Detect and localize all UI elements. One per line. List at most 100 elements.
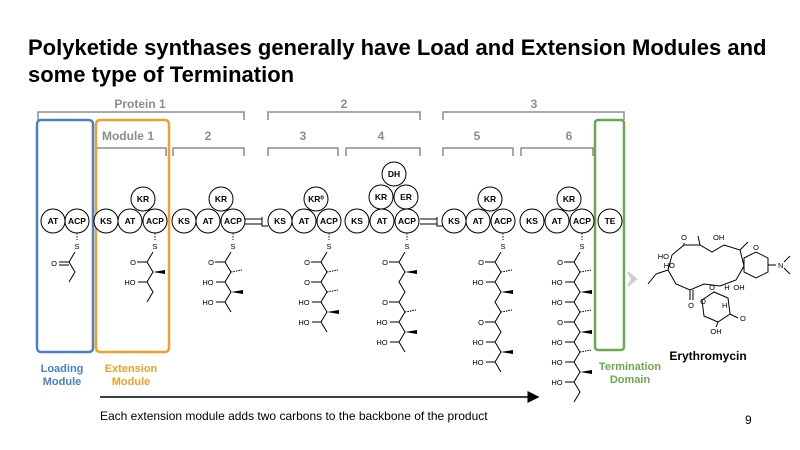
kr-domain-label: KR bbox=[563, 194, 575, 204]
svg-text:HO: HO bbox=[202, 278, 213, 287]
kr-domain-m2 bbox=[208, 186, 234, 212]
at-domain-m5 bbox=[465, 208, 491, 234]
svg-text:O: O bbox=[753, 243, 759, 252]
domain-row: AT ACP KS AT ACP KR KS AT ACP KR KS bbox=[40, 161, 623, 234]
svg-text:HO: HO bbox=[551, 358, 562, 367]
module-6-label: 6 bbox=[566, 129, 573, 143]
at-domain-label: AT bbox=[125, 216, 137, 226]
chain-m5: S O HO O HO HO bbox=[472, 233, 513, 373]
protein-2-bracket bbox=[267, 111, 421, 120]
kr-domain-label: KR bbox=[375, 192, 387, 202]
svg-text:HO: HO bbox=[298, 318, 309, 327]
svg-text:O: O bbox=[700, 297, 706, 306]
svg-text:S: S bbox=[500, 242, 505, 251]
protein-3-label: 3 bbox=[531, 97, 538, 111]
ks-domain-m4 bbox=[344, 208, 370, 234]
svg-text:O: O bbox=[51, 259, 57, 268]
kr-domain-m5 bbox=[477, 186, 503, 212]
module-1-bracket bbox=[95, 147, 167, 156]
svg-text:HO: HO bbox=[202, 298, 213, 307]
svg-text:HO: HO bbox=[376, 338, 387, 347]
intermediate-chains: S O S O HO S bbox=[51, 233, 592, 403]
at-domain-label: AT bbox=[552, 216, 564, 226]
svg-text:O: O bbox=[130, 258, 136, 267]
at-domain-m1 bbox=[117, 208, 143, 234]
footer-caption: Each extension module adds two carbons t… bbox=[100, 409, 488, 423]
svg-text:HO: HO bbox=[551, 298, 562, 307]
module-2-label: 2 bbox=[205, 129, 212, 143]
acp-domain-label: ACP bbox=[320, 216, 338, 226]
page-number: 9 bbox=[745, 413, 752, 427]
protein-1-label: Protein 1 bbox=[114, 97, 166, 111]
extension-module-box bbox=[94, 118, 171, 354]
module-6-bracket bbox=[520, 147, 594, 156]
protein-1-bracket bbox=[37, 111, 245, 120]
svg-text:HO: HO bbox=[664, 261, 675, 270]
svg-text:HO: HO bbox=[551, 278, 562, 287]
svg-text:HO: HO bbox=[472, 278, 483, 287]
loading-label-line1: Loading bbox=[41, 363, 84, 375]
termination-label-line2: Domain bbox=[610, 374, 651, 386]
at-domain-label: AT bbox=[377, 216, 389, 226]
svg-text:O: O bbox=[478, 318, 484, 327]
kr-domain-m6 bbox=[556, 186, 582, 212]
acp-domain-label: ACP bbox=[224, 216, 242, 226]
region-labels: Loading Module Extension Module Terminat… bbox=[41, 349, 747, 388]
protein-2-label: 2 bbox=[341, 97, 348, 111]
svg-text:O: O bbox=[557, 318, 563, 327]
termination-domain-box bbox=[593, 118, 626, 352]
module-4-bracket bbox=[345, 147, 421, 156]
acp-domain-label: ACP bbox=[494, 216, 512, 226]
protein-brackets: Protein 1 2 3 bbox=[37, 97, 625, 120]
svg-text:HO: HO bbox=[472, 358, 483, 367]
protein-3-bracket bbox=[442, 111, 625, 120]
module-5-label: 5 bbox=[474, 129, 481, 143]
at-domain-label: AT bbox=[203, 216, 215, 226]
svg-text:S: S bbox=[230, 242, 235, 251]
linker-1-2 bbox=[245, 217, 268, 227]
svg-text:O: O bbox=[304, 278, 310, 287]
acp-domain-label: ACP bbox=[398, 216, 416, 226]
acp-domain-label: ACP bbox=[573, 216, 591, 226]
kr-domain-m1 bbox=[130, 186, 156, 212]
at-domain-label: AT bbox=[299, 216, 311, 226]
ks-domain-label: KS bbox=[448, 216, 460, 226]
slide-title: Polyketide synthases generally have Load… bbox=[28, 35, 767, 87]
module-4-label: 4 bbox=[378, 129, 385, 143]
svg-text:OH: OH bbox=[710, 327, 721, 336]
chain-m2: S O HO HO bbox=[202, 233, 243, 313]
kr-domain-label: KR bbox=[215, 194, 227, 204]
ks-domain-label: KS bbox=[526, 216, 538, 226]
chain-loading: S O bbox=[51, 233, 80, 283]
extension-label-line1: Extension bbox=[105, 363, 158, 375]
kr-domain-label: KR bbox=[137, 194, 149, 204]
svg-text:HO: HO bbox=[124, 278, 135, 287]
svg-text:O: O bbox=[382, 298, 388, 307]
protein-linkers bbox=[245, 217, 443, 227]
svg-text:O: O bbox=[557, 258, 563, 267]
te-domain-label: TE bbox=[605, 216, 616, 226]
chain-m3: S O O HO HO bbox=[298, 233, 339, 333]
kr0-domain-m3 bbox=[303, 186, 329, 212]
chevron-right-icon bbox=[627, 271, 638, 287]
at-domain-label: AT bbox=[48, 216, 60, 226]
module-3-label: 3 bbox=[300, 129, 307, 143]
chain-m6: S O HO HO O HO HO bbox=[551, 233, 592, 403]
module-3-bracket bbox=[267, 147, 339, 156]
erythromycin-structure: O HO HO OH O O OH H N O H O O OH bbox=[647, 233, 791, 336]
svg-text:O: O bbox=[688, 301, 694, 310]
svg-text:HO: HO bbox=[551, 338, 562, 347]
kr-domain-m4 bbox=[368, 184, 394, 210]
svg-text:OH: OH bbox=[713, 233, 724, 242]
termination-label-line1: Termination bbox=[599, 361, 661, 373]
at-domain-label: AT bbox=[473, 216, 485, 226]
ks-domain-m6 bbox=[519, 208, 545, 234]
svg-text:S: S bbox=[579, 242, 584, 251]
extension-label-line2: Module bbox=[112, 376, 151, 388]
at-domain-m2 bbox=[195, 208, 221, 234]
kr-domain-label: KR bbox=[484, 194, 496, 204]
svg-text:HO: HO bbox=[298, 298, 309, 307]
er-domain-m4 bbox=[393, 184, 419, 210]
svg-text:S: S bbox=[404, 242, 409, 251]
